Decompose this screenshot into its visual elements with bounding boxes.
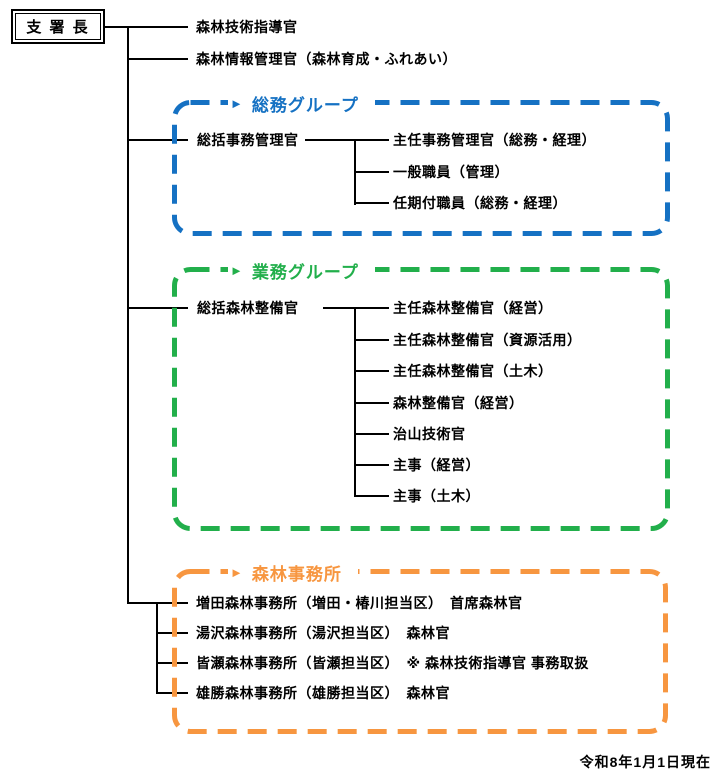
connector-line <box>354 171 389 173</box>
org-item: 主任事務管理官（総務・経理） <box>393 132 596 148</box>
org-item: 任期付職員（総務・経理） <box>393 195 567 211</box>
operations-group-border <box>172 267 670 531</box>
connector-line <box>354 433 389 435</box>
trunk-line <box>127 26 129 604</box>
org-item: 治山技術官 <box>393 426 466 442</box>
connector-line <box>127 139 188 141</box>
org-item-chief-forest-officer: 総括森林整備官 <box>197 300 299 316</box>
branch-chief-box: 支 署 長 <box>11 9 105 44</box>
connector-line <box>354 464 389 466</box>
connector-line <box>354 495 389 497</box>
org-item-minase-forest-office: 皆瀬森林事務所（皆瀬担当区） ※ 森林技術指導官 事務取扱 <box>196 655 589 671</box>
org-item-ogachi-forest-office: 雄勝森林事務所（雄勝担当区） 森林官 <box>196 685 450 701</box>
general-affairs-group-border <box>172 100 670 236</box>
org-item: 森林整備官（経営） <box>393 395 524 411</box>
connector-line <box>354 402 389 404</box>
group-title-label: 業務グループ <box>251 262 359 282</box>
connector-line <box>305 139 389 141</box>
dashed-border <box>172 267 670 531</box>
group-title-label: 森林事務所 <box>251 564 342 584</box>
connector-line <box>354 339 389 341</box>
forest-office-group-title: ► 森林事務所 <box>228 560 358 584</box>
arrowhead-icon: ► <box>230 95 243 111</box>
operations-group-title: ► 業務グループ <box>228 258 375 282</box>
dashed-border <box>172 569 668 734</box>
as-of-date: 令和8年1月1日現在 <box>579 754 711 770</box>
org-item: 主任森林整備官（土木） <box>393 363 553 379</box>
connector-line <box>127 307 188 309</box>
branch-chief-label: 支 署 長 <box>15 13 101 40</box>
org-item-chief-admin-officer: 総括事務管理官 <box>197 132 299 148</box>
connector-line <box>354 370 389 372</box>
org-item-yuzawa-forest-office: 湯沢森林事務所（湯沢担当区） 森林官 <box>196 625 450 641</box>
connector-line <box>105 26 188 28</box>
org-item: 主事（経営） <box>393 457 480 473</box>
org-item-forest-technical-advisor: 森林技術指導官 <box>196 19 298 35</box>
arrowhead-icon: ► <box>230 564 243 580</box>
connector-line <box>127 58 188 60</box>
general-affairs-group-title: ► 総務グループ <box>228 91 375 115</box>
arrowhead-icon: ► <box>230 262 243 278</box>
org-item: 主任森林整備官（資源活用） <box>393 332 582 348</box>
connector-line <box>354 202 389 204</box>
connector-line <box>323 307 389 309</box>
org-item: 主任森林整備官（経営） <box>393 300 553 316</box>
dashed-border <box>172 100 670 236</box>
group-title-label: 総務グループ <box>251 95 359 115</box>
org-item-forest-information-manager: 森林情報管理官（森林育成・ふれあい） <box>196 51 457 67</box>
org-item: 一般職員（管理） <box>393 164 509 180</box>
forest-office-group-border <box>172 569 668 734</box>
org-item-masuda-forest-office: 増田森林事務所（増田・椿川担当区） 首席森林官 <box>196 595 523 611</box>
connector-line <box>156 602 158 694</box>
org-item: 主事（土木） <box>393 488 480 504</box>
